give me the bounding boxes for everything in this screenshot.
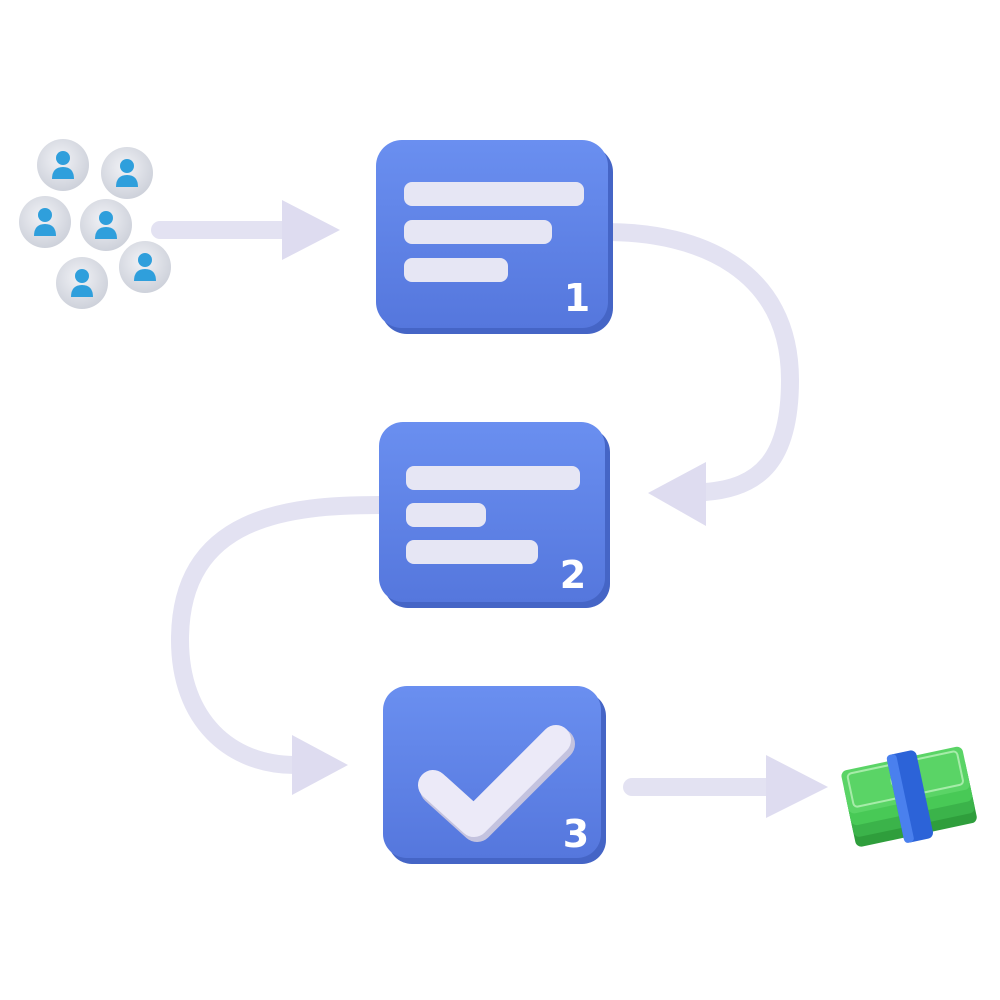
cash-stack-icon bbox=[841, 746, 977, 847]
user-badge bbox=[101, 147, 153, 199]
arrow-step1-to-step2 bbox=[597, 223, 800, 526]
arrow-users-to-step1 bbox=[151, 200, 340, 260]
step-card-1: 1 bbox=[376, 140, 613, 334]
step-card-3: 3 bbox=[383, 686, 606, 864]
step-card-2: 2 bbox=[379, 422, 610, 608]
user-badge bbox=[19, 196, 71, 248]
user-group-icon bbox=[19, 139, 171, 309]
arrow-step2-to-step3 bbox=[170, 496, 389, 795]
document-lines-icon bbox=[404, 182, 584, 282]
document-lines-icon bbox=[406, 466, 580, 564]
step-number: 2 bbox=[560, 553, 586, 597]
checkmark-icon bbox=[418, 725, 575, 842]
step-number: 1 bbox=[564, 276, 590, 320]
user-badge bbox=[37, 139, 89, 191]
user-badge bbox=[80, 199, 132, 251]
step-number: 3 bbox=[563, 812, 589, 856]
arrow-step3-to-money bbox=[623, 755, 828, 818]
user-badge bbox=[56, 257, 108, 309]
user-badge bbox=[119, 241, 171, 293]
